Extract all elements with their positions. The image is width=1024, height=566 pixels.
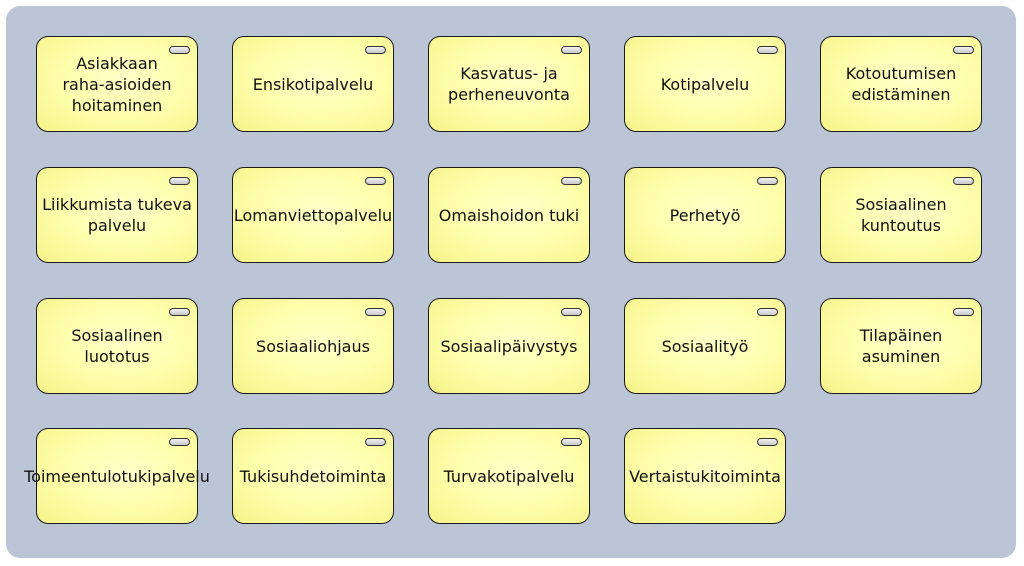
service-icon [953,46,974,54]
service-sosiaalityo[interactable]: Sosiaalityö [624,298,786,394]
service-label: Asiakkaan raha-asioiden hoitaminen [62,53,172,115]
service-label: Kotoutumisen edistäminen [845,64,957,104]
service-icon [365,177,386,185]
service-label: Sosiaalityö [661,336,749,356]
service-icon [757,438,778,446]
service-tilapainen-asuminen[interactable]: Tilapäinen asuminen [820,298,982,394]
service-icon [953,177,974,185]
service-label: Vertaistukitoiminta [629,466,781,486]
service-perhetyo[interactable]: Perhetyö [624,167,786,263]
service-sosiaalinen-kuntoutus[interactable]: Sosiaalinen kuntoutus [820,167,982,263]
service-icon [169,308,190,316]
service-tukisuhdetoiminta[interactable]: Tukisuhdetoiminta [232,428,394,524]
service-label: Ensikotipalvelu [252,74,374,94]
service-label: Kotipalvelu [660,74,750,94]
service-icon [561,177,582,185]
service-icon [169,46,190,54]
service-label: Kasvatus- ja perheneuvonta [448,64,570,104]
service-icon [561,46,582,54]
service-icon [757,46,778,54]
service-label: Sosiaalinen luototus [71,326,163,366]
service-sosiaalinen-luototus[interactable]: Sosiaalinen luototus [36,298,198,394]
service-asiakkaan-raha-asioiden-hoitaminen[interactable]: Asiakkaan raha-asioiden hoitaminen [36,36,198,132]
service-lomanviettopalvelu[interactable]: Lomanviettopalvelu [232,167,394,263]
service-label: Sosiaaliohjaus [256,336,370,356]
service-label: Sosiaalipäivystys [440,336,578,356]
service-kotoutumisen-edistaminen[interactable]: Kotoutumisen edistäminen [820,36,982,132]
service-icon [365,308,386,316]
service-liikkumista-tukeva-palvelu[interactable]: Liikkumista tukeva palvelu [36,167,198,263]
service-label: Tukisuhdetoiminta [239,466,387,486]
service-icon [169,177,190,185]
service-sosiaalipaivystys[interactable]: Sosiaalipäivystys [428,298,590,394]
service-icon [561,438,582,446]
service-ensikotipalvelu[interactable]: Ensikotipalvelu [232,36,394,132]
service-label: Omaishoidon tuki [438,205,580,225]
service-icon [757,308,778,316]
service-vertaistukitoiminta[interactable]: Vertaistukitoiminta [624,428,786,524]
service-icon [561,308,582,316]
service-icon [365,438,386,446]
service-omaishoidon-tuki[interactable]: Omaishoidon tuki [428,167,590,263]
service-label: Lomanviettopalvelu [233,205,393,225]
service-icon [365,46,386,54]
diagram-container: Asiakkaan raha-asioiden hoitaminen Ensik… [6,6,1016,558]
service-kasvatus-ja-perheneuvonta[interactable]: Kasvatus- ja perheneuvonta [428,36,590,132]
service-kotipalvelu[interactable]: Kotipalvelu [624,36,786,132]
service-toimeentulotukipalvelu[interactable]: Toimeentulotukipalvelu [24,428,210,524]
service-label: Liikkumista tukeva palvelu [42,195,192,235]
service-label: Toimeentulotukipalvelu [24,466,210,486]
service-label: Perhetyö [669,205,741,225]
service-label: Turvakotipalvelu [443,466,575,486]
service-turvakotipalvelu[interactable]: Turvakotipalvelu [428,428,590,524]
service-icon [169,438,190,446]
service-icon [757,177,778,185]
service-icon [953,308,974,316]
service-sosiaaliohjaus[interactable]: Sosiaaliohjaus [232,298,394,394]
service-label: Tilapäinen asuminen [859,326,943,366]
service-label: Sosiaalinen kuntoutus [855,195,947,235]
